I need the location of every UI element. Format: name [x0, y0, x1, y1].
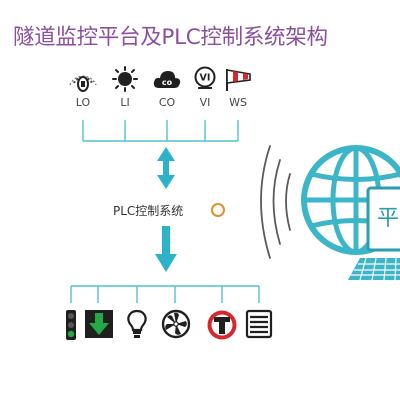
- sensor-label: WS: [229, 96, 247, 109]
- shutter-icon: [245, 309, 273, 339]
- svg-text:VI: VI: [200, 73, 211, 84]
- globe-computer-icon: 平: [260, 145, 400, 281]
- device-fan: [161, 309, 191, 339]
- bidirectional-arrow-icon: [157, 147, 175, 189]
- device-tunnel-sign: [206, 309, 237, 340]
- device-lamp: [123, 309, 153, 339]
- svg-text:co: co: [162, 78, 173, 87]
- down-arrow-icon: [155, 226, 177, 272]
- sensor-ws: WS: [221, 66, 255, 109]
- svg-text:平: 平: [377, 206, 399, 231]
- device-lane-indicator: [84, 309, 114, 339]
- sensor-label: LO: [75, 96, 91, 109]
- windsock-icon: [226, 69, 251, 91]
- status-ring-icon: [211, 203, 225, 217]
- diagram-title: 隧道监控平台及PLC控制系统架构: [13, 25, 328, 50]
- device-traffic-light: [58, 309, 88, 340]
- sun-icon: [112, 66, 138, 92]
- sensor-lo: LO: [66, 66, 100, 109]
- lane-indicator-arrow-icon: [85, 310, 113, 338]
- visibility-icon: VI: [194, 66, 216, 89]
- lamp-icon: [127, 309, 147, 338]
- sensor-li: LI: [108, 66, 142, 109]
- traffic-light-icon: [66, 310, 76, 340]
- device-shutter: [245, 309, 275, 339]
- sensor-label: LI: [120, 96, 130, 109]
- co-cloud-icon: co: [153, 71, 181, 88]
- sensor-vi: VI VI: [188, 66, 222, 109]
- sensor-co: co CO: [150, 66, 184, 109]
- tunnel-sign-icon: [207, 310, 237, 340]
- sensor-label: CO: [158, 96, 176, 109]
- globe-computer: 平: [248, 130, 400, 300]
- plc-label: PLC控制系统: [113, 204, 184, 218]
- light-level-icon: [69, 75, 97, 92]
- sensor-label: VI: [199, 96, 211, 109]
- ventilation-fan-icon: [161, 309, 191, 339]
